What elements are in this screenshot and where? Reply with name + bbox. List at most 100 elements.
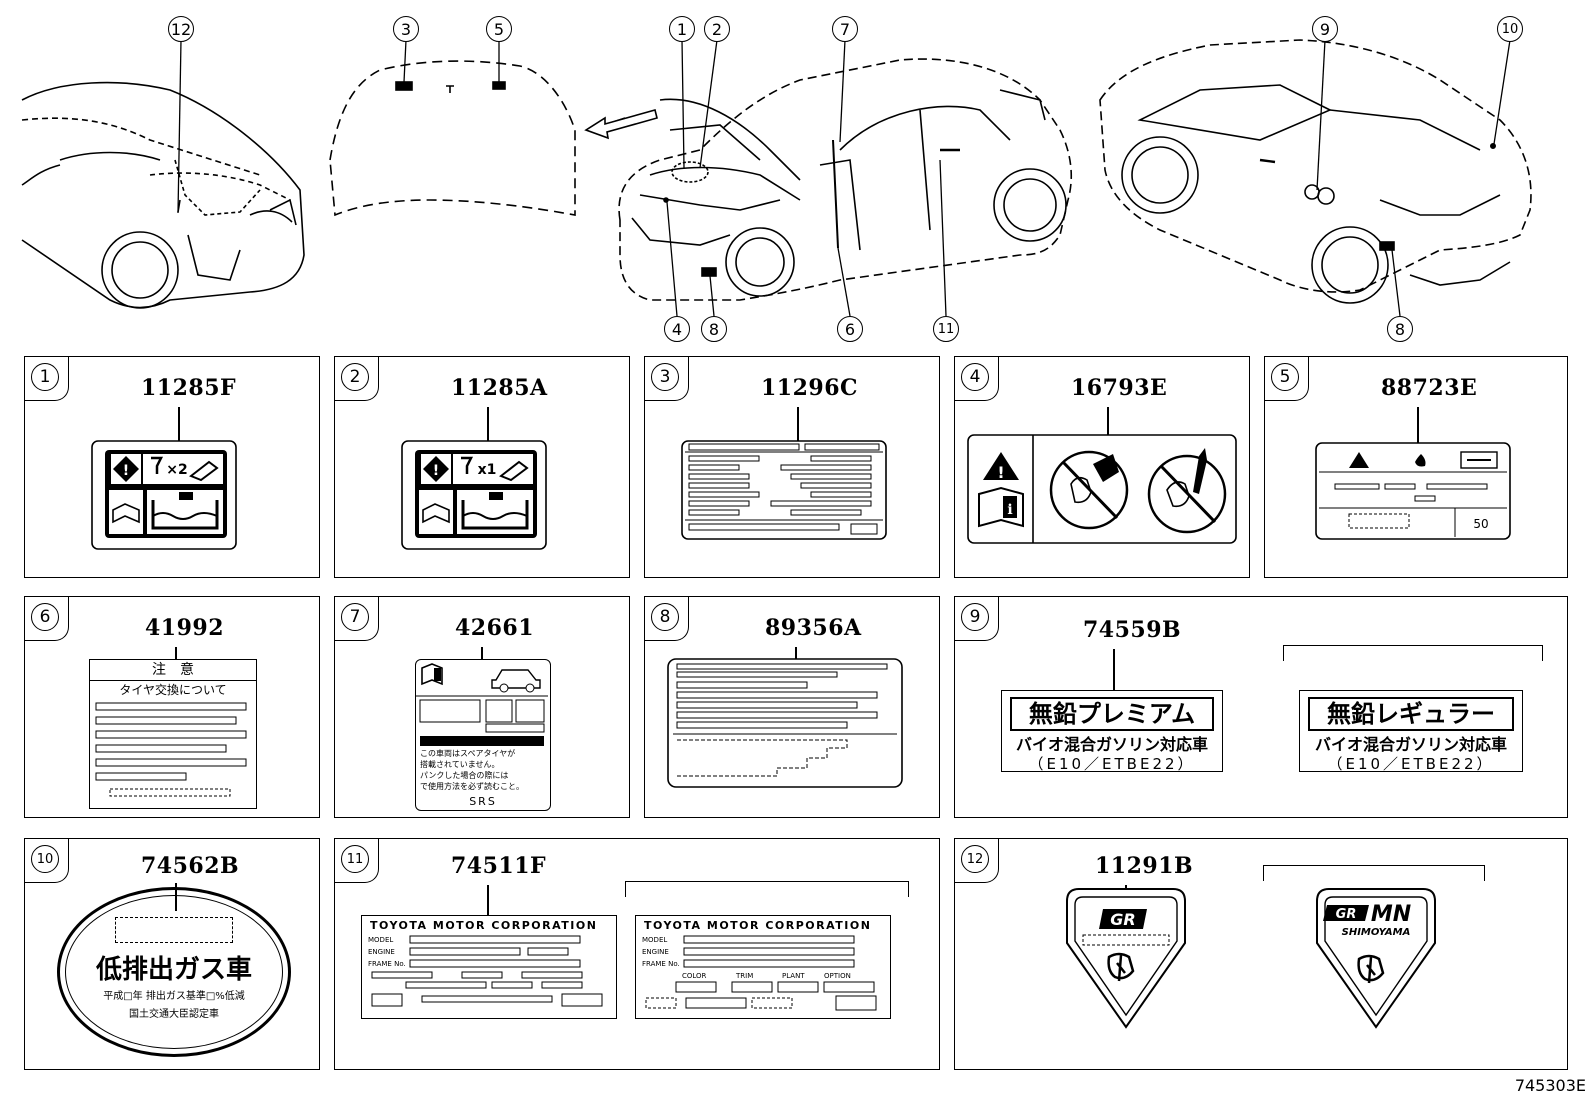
tire-pressure-label: この車両はスペアタイヤが 搭載されていません。 パンクした場合の際には で使用方… xyxy=(415,659,551,811)
panel-3: 3 11296C xyxy=(644,356,940,578)
part-code: 11291B xyxy=(1095,853,1194,879)
panel-number: 1 xyxy=(31,363,59,391)
fuel-type-text: 無鉛プレミアム xyxy=(1010,697,1214,731)
grmn-emblem: GR MN SHIMOYAMA xyxy=(1316,888,1436,1029)
plate-corp-text: TOYOTA MOTOR CORPORATION xyxy=(644,919,872,932)
svg-text:!: ! xyxy=(433,463,439,479)
panel-8: 8 89356A xyxy=(644,596,940,818)
callout-9: 9 xyxy=(1312,16,1338,42)
quantity-text: x1 xyxy=(478,462,497,478)
label-subtitle: タイヤ交換について xyxy=(119,683,227,697)
fuel-regular-label: 無鉛レギュラー バイオ混合ガソリン対応車 （E10／ETBE22） xyxy=(1299,690,1523,773)
plate-model-label: MODEL xyxy=(368,936,394,944)
vin-plate-b: TOYOTA MOTOR CORPORATION MODEL ENGINE FR… xyxy=(635,915,891,1019)
panel-number: 2 xyxy=(341,363,369,391)
panel-5: 5 88723E 50 xyxy=(1264,356,1568,578)
part-code: 11296C xyxy=(761,375,859,401)
emblem-line-1: 平成□年 排出ガス基準□%低減 xyxy=(103,991,245,1002)
panel-1: 1 11285F ! ×2 xyxy=(24,356,320,578)
blend-ratio-text: （E10／ETBE22） xyxy=(1327,755,1495,773)
car-front-engine-bay xyxy=(21,81,305,309)
panel-number: 11 xyxy=(341,845,369,873)
panel-11: 11 74511F TOYOTA MOTOR CORPORATION MODEL… xyxy=(334,838,940,1070)
panel-10: 10 74562B 低排出ガス車 平成□年 排出ガス基準□%低減 国土交通大臣認… xyxy=(24,838,320,1070)
callout-6: 6 xyxy=(837,316,863,342)
variant-bracket xyxy=(1283,645,1543,661)
gr-logo-text: GR xyxy=(1336,907,1357,922)
callout-8-rear: 8 xyxy=(1387,316,1413,342)
callout-5: 5 xyxy=(486,16,512,42)
part-code: 16793E xyxy=(1071,375,1168,401)
callout-10: 10 xyxy=(1497,16,1523,42)
callout-4: 4 xyxy=(664,316,690,342)
label-line-1: この車両はスペアタイヤが xyxy=(420,749,516,758)
panel-number: 12 xyxy=(961,845,989,873)
variant-bracket xyxy=(1263,865,1485,881)
figure-code: 745303E xyxy=(1514,1076,1586,1095)
callout-leaders xyxy=(177,39,1511,317)
callout-8: 8 xyxy=(701,316,727,342)
hood-detached xyxy=(329,60,576,217)
battery-caution-label: 50 xyxy=(1315,442,1511,540)
callout-2: 2 xyxy=(704,16,730,42)
low-emission-emblem: 低排出ガス車 平成□年 排出ガス基準□%低減 国土交通大臣認定車 xyxy=(57,887,291,1057)
panel-2: 2 11285A ! x1 xyxy=(334,356,630,578)
coolant-caution-label: ! x1 xyxy=(401,440,547,550)
label-graphics xyxy=(416,663,548,746)
car-hood-open xyxy=(618,58,1073,301)
part-code: 11285F xyxy=(141,375,237,401)
svg-text:i: i xyxy=(1007,502,1012,518)
overview-illustration xyxy=(21,39,1532,317)
emblem-title: 低排出ガス車 xyxy=(95,955,252,985)
part-code: 74562B xyxy=(141,853,240,879)
bio-fuel-text: バイオ混合ガソリン対応車 xyxy=(1314,735,1507,754)
mn-logo-text: MN xyxy=(1371,902,1411,927)
variant-bracket xyxy=(625,881,909,897)
plate-color-label: COLOR xyxy=(682,972,707,980)
panel-6: 6 41992 注 意 タイヤ交換について xyxy=(24,596,320,818)
panel-7: 7 42661 この車両はスペアタイヤが 搭載されていません。 xyxy=(334,596,630,818)
direction-arrow xyxy=(584,109,658,140)
part-code: 89356A xyxy=(765,615,862,641)
bumper-notes-label xyxy=(667,658,903,788)
plate-model-label: MODEL xyxy=(642,936,668,944)
panel-number: 7 xyxy=(341,603,369,631)
label-line-2: 搭載されていません。 xyxy=(420,760,500,769)
blend-ratio-text: （E10／ETBE22） xyxy=(1028,755,1196,773)
plate-engine-label: ENGINE xyxy=(642,948,669,956)
srs-text: SRS xyxy=(469,795,497,808)
label-title: 注 意 xyxy=(90,660,256,681)
fuel-premium-label: 無鉛プレミアム バイオ混合ガソリン対応車 （E10／ETBE22） xyxy=(1001,690,1223,773)
panel-number: 6 xyxy=(31,603,59,631)
part-code: 42661 xyxy=(455,615,535,641)
gr-logo-text: GR xyxy=(1110,910,1135,929)
plate-trim-label: TRIM xyxy=(736,972,754,980)
tire-change-caution-label: 注 意 タイヤ交換について xyxy=(89,659,257,809)
label-line-3: パンクした場合の際には xyxy=(420,771,509,780)
panel-number: 4 xyxy=(961,363,989,391)
coolant-caution-label: ! ×2 xyxy=(91,440,237,550)
car-rear xyxy=(1099,39,1532,304)
label-line-4: で使用方法を必ず読むこと。 xyxy=(420,782,524,791)
part-code: 74511F xyxy=(451,853,547,879)
svg-text:!: ! xyxy=(997,463,1004,482)
panel-number: 8 xyxy=(651,603,679,631)
engine-service-label xyxy=(681,440,887,540)
placeholder-lines xyxy=(95,702,247,797)
callout-3: 3 xyxy=(393,16,419,42)
panel-4: 4 16793E ! i xyxy=(954,356,1250,578)
part-code: 11285A xyxy=(451,375,548,401)
vin-plate-a: TOYOTA MOTOR CORPORATION MODEL ENGINE FR… xyxy=(361,915,617,1019)
callout-7: 7 xyxy=(832,16,858,42)
plate-engine-label: ENGINE xyxy=(368,948,395,956)
svg-text:!: ! xyxy=(123,463,129,479)
panel-number: 9 xyxy=(961,603,989,631)
emblem-line-2: 国土交通大臣認定車 xyxy=(129,1009,219,1020)
panel-number: 10 xyxy=(31,845,59,873)
plate-plant-label: PLANT xyxy=(782,972,805,980)
panel-number: 3 xyxy=(651,363,679,391)
label-code-text: 50 xyxy=(1473,517,1488,531)
panel-number: 5 xyxy=(1271,363,1299,391)
plate-frame-label: FRAME No. xyxy=(642,960,680,968)
